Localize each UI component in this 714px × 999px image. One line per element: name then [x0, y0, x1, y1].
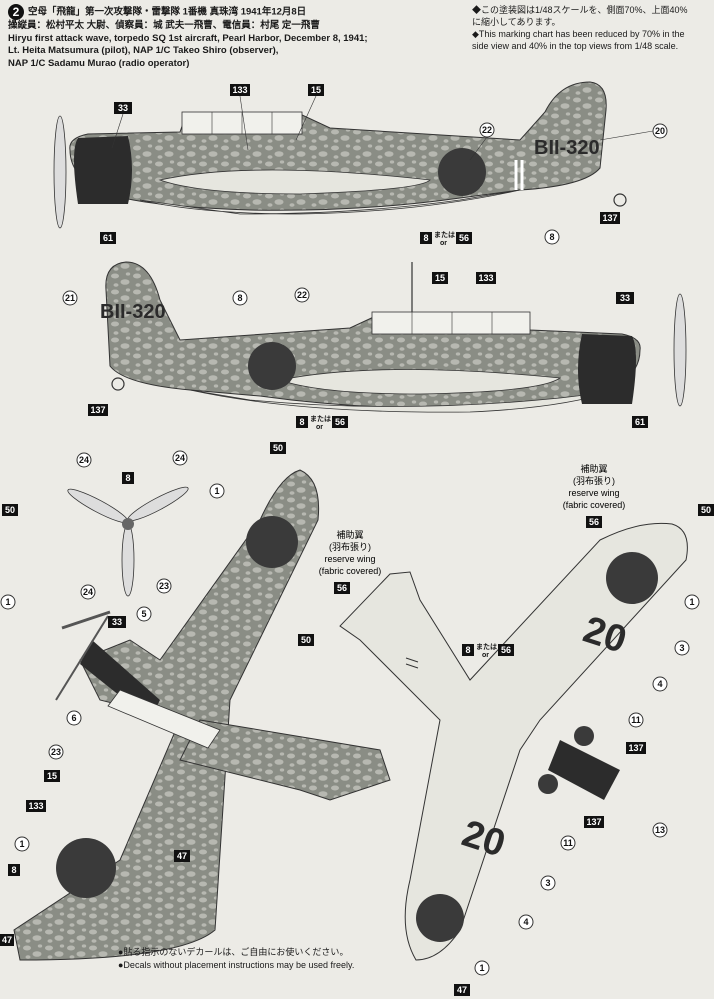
callout-47-b: 47 — [2, 935, 12, 945]
callout-50-c: 50 — [5, 505, 15, 515]
reserve-wing-en-1-b: reserve wing — [568, 488, 619, 498]
callout-133-b: 133 — [478, 273, 493, 283]
callout-11: 11 — [631, 715, 641, 725]
footer-note: ●貼る指示のないデカールは、ご自由にお使いください。 ●Decals witho… — [118, 946, 354, 972]
reserve-wing-ja-2-b: (羽布張り) — [573, 475, 615, 486]
callout-1-e: 1 — [479, 963, 484, 973]
or-ja-3: または — [476, 642, 497, 651]
scale-note-en-2: side view and 40% in the top views from … — [472, 41, 679, 51]
reserve-wing-en-2: (fabric covered) — [319, 566, 382, 576]
callout-47-c: 47 — [457, 985, 467, 995]
callout-8: 8 — [549, 232, 554, 242]
callout-56-d: 56 — [589, 517, 599, 527]
callout-24-b: 24 — [175, 453, 185, 463]
footer-note-ja: ●貼る指示のないデカールは、ご自由にお使いください。 — [118, 947, 349, 957]
callout-3: 3 — [679, 643, 684, 653]
callout-56-e: 56 — [501, 645, 511, 655]
callout-1-c: 1 — [5, 597, 10, 607]
callout-8-e: 8 — [125, 473, 130, 483]
callout-33: 33 — [118, 103, 128, 113]
callout-137-b: 137 — [90, 405, 105, 415]
callout-markers: 33 133 15 22 20 61 137 8 8 または or 56 21 … — [0, 84, 714, 996]
reserve-wing-label-right: 補助翼 (羽布張り) reserve wing (fabric covered) — [563, 463, 626, 510]
callout-24-c: 24 — [83, 587, 93, 597]
callout-1: 1 — [214, 486, 219, 496]
callout-13: 13 — [655, 825, 665, 835]
callout-4-b: 4 — [523, 917, 528, 927]
callout-133: 133 — [232, 85, 247, 95]
marking-header: 2 空母「飛龍」第一次攻撃隊・雷撃隊 1番機 真珠湾 1941年12月8日 操縦員… — [8, 4, 468, 70]
reserve-wing-en-2-b: (fabric covered) — [563, 500, 626, 510]
reserve-wing-ja-2: (羽布張り) — [329, 541, 371, 552]
callout-1-d: 1 — [689, 597, 694, 607]
callout-33-b: 33 — [620, 293, 630, 303]
reserve-wing-ja-1-b: 補助翼 — [580, 463, 607, 474]
callout-3-b: 3 — [545, 878, 550, 888]
callout-11-b: 11 — [563, 838, 573, 848]
callout-56-b: 56 — [335, 417, 345, 427]
scheme-number-badge: 2 — [8, 4, 24, 20]
callout-50: 50 — [273, 443, 283, 453]
footer-note-en: ●Decals without placement instructions m… — [118, 960, 355, 970]
or-ja-2: または — [310, 414, 331, 423]
callout-8-f: 8 — [11, 865, 16, 875]
callout-24: 24 — [79, 455, 89, 465]
or-en-1: or — [440, 240, 447, 247]
callout-56-c: 56 — [337, 583, 347, 593]
callout-1-b: 1 — [19, 839, 24, 849]
callout-137: 137 — [602, 213, 617, 223]
or-en-3: or — [482, 652, 489, 659]
bottom-view-under: 20 20 — [339, 522, 688, 961]
callout-133-c: 133 — [28, 801, 43, 811]
propeller-drawing — [67, 486, 189, 597]
scale-note-ja-2: に縮小してあります。 — [472, 17, 561, 27]
tail-code-side-2: BII-320 — [100, 301, 166, 323]
callout-22: 22 — [482, 125, 492, 135]
callout-4: 4 — [657, 679, 662, 689]
callout-8-g: 8 — [465, 645, 470, 655]
callout-15-b: 15 — [435, 273, 445, 283]
top-view-upper — [13, 469, 391, 961]
callout-22-b: 22 — [297, 290, 307, 300]
callout-50-d: 50 — [701, 505, 711, 515]
side-view-right-facing: BII-320 — [100, 261, 687, 413]
callout-47: 47 — [177, 851, 187, 861]
scale-note-ja-1: ◆この塗装図は1/48スケールを、側面70%、上面40% — [472, 5, 688, 15]
header-title-ja: 空母「飛龍」第一次攻撃隊・雷撃隊 1番機 真珠湾 1941年12月8日 — [28, 6, 307, 18]
callout-8-b: 8 — [423, 233, 428, 243]
header-crew-en-2: NAP 1/C Sadamu Murao (radio operator) — [8, 57, 190, 69]
scale-note-en-1: ◆This marking chart has been reduced by … — [472, 29, 685, 39]
or-en-2: or — [316, 424, 323, 431]
header-crew-en-1: Lt. Heita Matsumura (pilot), NAP 1/C Tak… — [8, 45, 279, 56]
header-title-en: Hiryu first attack wave, torpedo SQ 1st … — [8, 32, 368, 44]
callout-50-b: 50 — [301, 635, 311, 645]
or-ja-1: または — [434, 230, 455, 239]
reserve-wing-label-middle: 補助翼 (羽布張り) reserve wing (fabric covered) — [319, 529, 382, 576]
callout-8-d: 8 — [299, 417, 304, 427]
callout-137-d: 137 — [586, 817, 601, 827]
callout-15-c: 15 — [47, 771, 57, 781]
callout-5: 5 — [141, 609, 146, 619]
header-crew-ja: 操縦員：松村平太 大尉、偵察員：城 武夫一飛曹、電信員：村尾 定一飛曹 — [8, 20, 320, 31]
callout-56: 56 — [459, 233, 469, 243]
callout-23: 23 — [159, 581, 169, 591]
callout-21: 21 — [65, 293, 75, 303]
callout-15: 15 — [311, 85, 321, 95]
callout-8-c: 8 — [237, 293, 242, 303]
callout-6: 6 — [71, 713, 76, 723]
callout-23-b: 23 — [51, 747, 61, 757]
callout-61: 61 — [103, 233, 113, 243]
reserve-wing-ja-1: 補助翼 — [336, 529, 363, 540]
reserve-wing-en-1: reserve wing — [324, 554, 375, 564]
callout-20: 20 — [655, 126, 665, 136]
callout-61-b: 61 — [635, 417, 645, 427]
tail-code-side-1: BII-320 — [534, 137, 600, 159]
side-view-left-facing: BII-320 — [53, 81, 627, 229]
scale-note: ◆この塗装図は1/48スケールを、側面70%、上面40% に縮小してあります。 … — [472, 4, 710, 52]
callout-33-c: 33 — [112, 617, 122, 627]
callout-137-c: 137 — [628, 743, 643, 753]
